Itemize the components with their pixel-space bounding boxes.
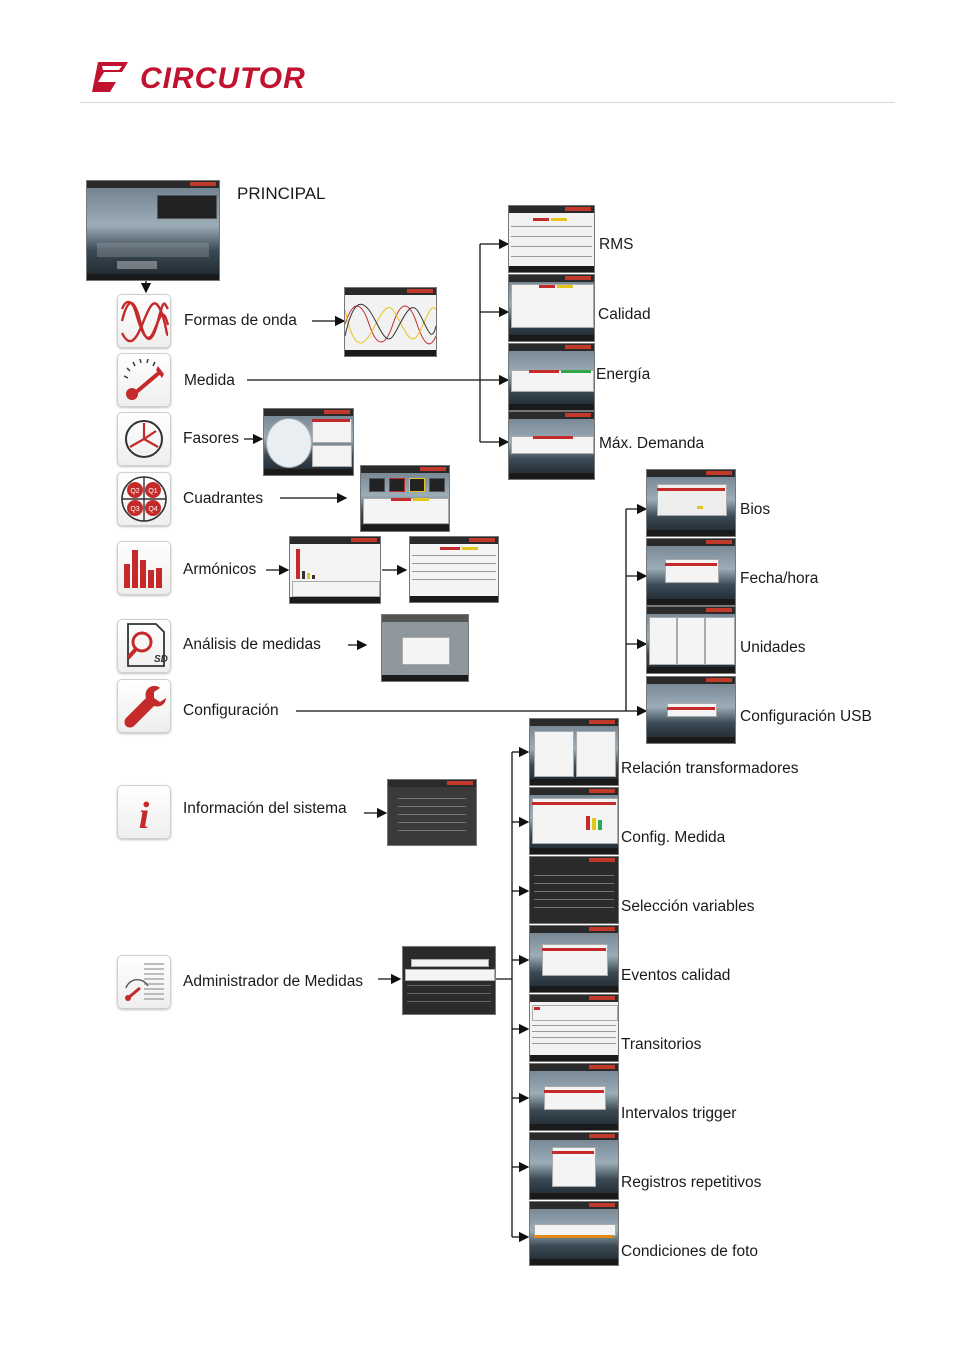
menu-label-configuracion: Configuración <box>183 702 279 719</box>
intervalos-trigger-screenshot <box>529 1063 619 1131</box>
principal-label: PRINCIPAL <box>237 184 326 203</box>
registros-repetitivos-screenshot <box>529 1132 619 1200</box>
main-menu-screenshot <box>86 180 220 281</box>
admin-sub-intervalos-trigger: Intervalos trigger <box>621 1105 737 1122</box>
medida-menu-button[interactable] <box>117 353 171 407</box>
menu-label-analisis: Análisis de medidas <box>183 636 321 653</box>
calidad-screenshot <box>508 274 595 342</box>
cuadrantes-screenshot <box>360 465 450 532</box>
fasores-menu-button[interactable] <box>117 412 171 466</box>
config-sub-unidades: Unidades <box>740 639 806 656</box>
waveform-screenshot <box>344 287 437 357</box>
harmonics-bars-icon <box>124 550 162 588</box>
rms-screenshot <box>508 205 595 273</box>
menu-label-medida: Medida <box>184 372 235 389</box>
analisis-menu-button[interactable]: SD <box>117 619 171 673</box>
quadrant-q4-label: Q4 <box>148 506 157 513</box>
admin-sub-condiciones-foto: Condiciones de foto <box>621 1243 759 1260</box>
administrador-screenshot <box>402 946 496 1015</box>
wrench-icon <box>124 686 166 728</box>
unidades-screenshot <box>646 606 736 674</box>
medida-sub-max-demanda: Máx. Demanda <box>599 435 705 452</box>
menu-label-fasores: Fasores <box>183 430 239 447</box>
circutor-logo <box>88 58 318 102</box>
menu-label-informacion: Información del sistema <box>183 800 347 817</box>
configuracion-menu-button[interactable] <box>117 679 171 733</box>
admin-sub-eventos-calidad: Eventos calidad <box>621 967 731 984</box>
svg-text:SD: SD <box>154 654 168 665</box>
informacion-screenshot <box>387 779 477 846</box>
armonicos-menu-button[interactable] <box>117 541 171 595</box>
circutor-logo-mark-icon <box>92 62 128 92</box>
medida-sub-energia: Energía <box>596 366 651 383</box>
admin-sub-seleccion-variables: Selección variables <box>621 898 755 915</box>
quadrant-q3-label: Q3 <box>130 506 139 513</box>
quadrant-q2-label: Q2 <box>130 488 139 495</box>
quadrant-q1-label: Q1 <box>148 488 157 495</box>
svg-text:i: i <box>139 795 150 837</box>
brand-name: CIRCUTOR <box>140 62 306 95</box>
administrador-menu-button[interactable] <box>117 955 171 1009</box>
eventos-calidad-screenshot <box>529 925 619 993</box>
admin-sub-registros-repetitivos: Registros repetitivos <box>621 1174 762 1191</box>
admin-sub-transitorios: Transitorios <box>621 1036 702 1053</box>
armonicos-table-screenshot <box>409 536 499 603</box>
menu-label-armonicos: Armónicos <box>183 561 257 578</box>
sd-card-magnifier-icon: SD <box>126 623 168 667</box>
admin-sub-relacion-transformadores: Relación transformadores <box>621 760 799 777</box>
config-medida-screenshot <box>529 787 619 855</box>
menu-label-cuadrantes: Cuadrantes <box>183 490 264 507</box>
armonicos-chart-screenshot <box>289 536 381 604</box>
max-demanda-screenshot <box>508 411 595 480</box>
admin-sub-config-medida: Config. Medida <box>621 829 726 846</box>
fasores-screenshot <box>263 408 354 476</box>
phasor-icon <box>125 420 163 458</box>
energia-screenshot <box>508 343 595 411</box>
relacion-transformadores-screenshot <box>529 718 619 786</box>
transitorios-screenshot <box>529 994 619 1062</box>
quadrants-icon: Q2 Q1 Q3 Q4 <box>121 476 167 522</box>
config-sub-bios: Bios <box>740 501 771 518</box>
config-sub-fecha-hora: Fecha/hora <box>740 570 819 587</box>
config-usb-screenshot <box>646 676 736 744</box>
informacion-menu-button[interactable]: i <box>117 785 171 839</box>
menu-label-administrador: Administrador de Medidas <box>183 973 364 990</box>
cuadrantes-menu-button[interactable]: Q2 Q1 Q3 Q4 <box>117 472 171 526</box>
medida-sub-rms: RMS <box>599 236 634 253</box>
config-sub-usb: Configuración USB <box>740 708 872 725</box>
fecha-hora-screenshot <box>646 538 736 606</box>
measurement-manager-icon <box>125 963 164 1001</box>
bios-screenshot <box>646 469 736 537</box>
menu-label-formas-de-onda: Formas de onda <box>184 312 297 329</box>
waveform-menu-button[interactable] <box>117 294 171 348</box>
analisis-screenshot <box>381 614 469 682</box>
info-icon: i <box>139 795 150 837</box>
waveform-icon <box>120 300 170 343</box>
header-divider <box>80 102 895 103</box>
gauge-icon <box>123 358 164 400</box>
condiciones-foto-screenshot <box>529 1201 619 1266</box>
seleccion-variables-screenshot <box>529 856 619 924</box>
medida-sub-calidad: Calidad <box>598 306 651 323</box>
